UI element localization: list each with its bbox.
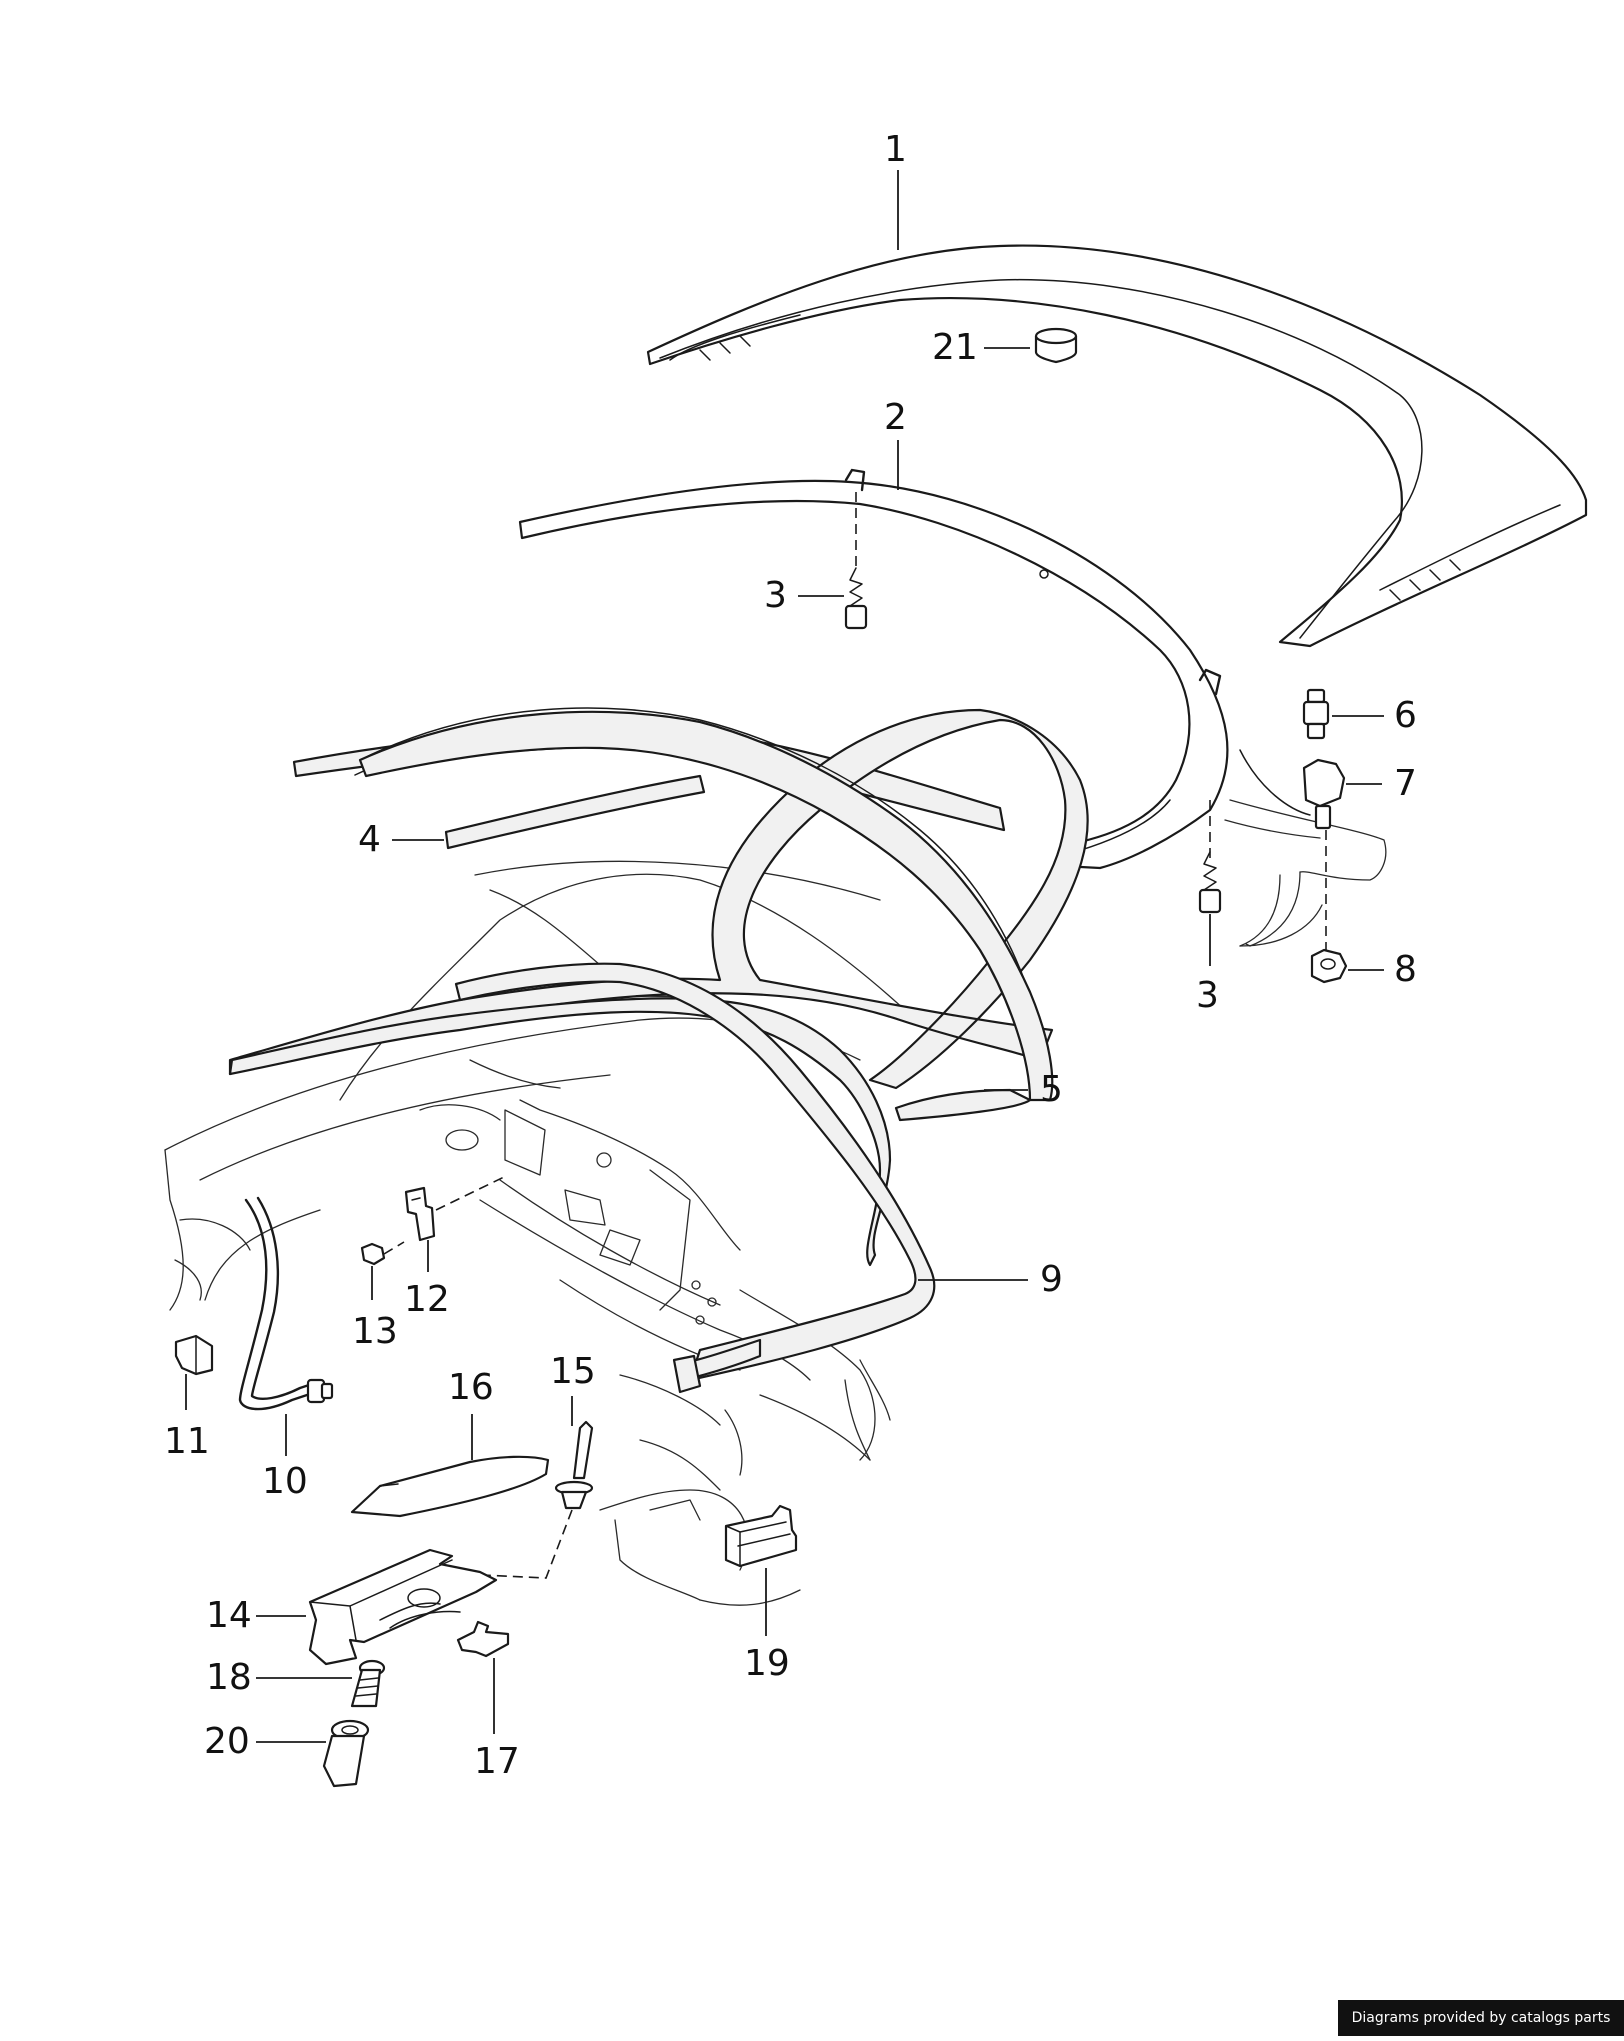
- callout-9: 9: [1040, 1259, 1063, 1300]
- callout-15: 15: [550, 1351, 596, 1392]
- callout-20: 20: [204, 1721, 250, 1762]
- callout-16: 16: [448, 1367, 494, 1408]
- part-19-buffer: [724, 1504, 798, 1568]
- diagram-credit-footer: Diagrams provided by catalogs parts: [1338, 2000, 1624, 2036]
- part-8-nut: [1310, 948, 1348, 984]
- part-12-dashline: [435, 1175, 507, 1211]
- part-3-screw-upper: [844, 567, 868, 630]
- part-21-cap: [1034, 327, 1078, 364]
- part-3-screw-lower: [1198, 851, 1222, 914]
- part-6-stud: [1302, 688, 1330, 740]
- part-13-dashline: [383, 1241, 405, 1255]
- part-15-push-pin: [554, 1420, 594, 1510]
- part-14-bracket: [308, 1548, 498, 1666]
- callout-10: 10: [262, 1461, 308, 1502]
- part-10-hose: [238, 1196, 334, 1411]
- part-7-nut: [1302, 758, 1346, 830]
- callout-12: 12: [404, 1279, 450, 1320]
- callout-18: 18: [206, 1657, 252, 1698]
- callout-7: 7: [1394, 763, 1417, 804]
- part-16-plate: [350, 1455, 550, 1518]
- part-1-top-seal: [646, 244, 1588, 648]
- callout-8: 8: [1394, 949, 1417, 990]
- part-20-expansion-nut: [322, 1719, 370, 1788]
- callout-11: 11: [164, 1421, 210, 1462]
- part-15-dashline: [459, 1509, 573, 1579]
- part-18-screw: [350, 1659, 386, 1708]
- callout-3-lower: 3: [1196, 975, 1219, 1016]
- callout-5: 5: [1040, 1069, 1063, 1110]
- leader-lines: [185, 170, 1384, 1743]
- callout-3-upper: 3: [764, 575, 787, 616]
- part-9-rear-seal: [228, 962, 936, 1394]
- part-12-bracket: [404, 1186, 436, 1242]
- callout-17: 17: [474, 1741, 520, 1782]
- callout-2: 2: [884, 397, 907, 438]
- part-11-clip: [174, 1334, 214, 1376]
- part-5-weatherstrip: [228, 707, 1089, 1122]
- callout-19: 19: [744, 1643, 790, 1684]
- callout-13: 13: [352, 1311, 398, 1352]
- callout-21: 21: [932, 327, 978, 368]
- part-13-nut: [360, 1242, 386, 1266]
- part-17-clip: [456, 1620, 510, 1658]
- callout-14: 14: [206, 1595, 252, 1636]
- callout-6: 6: [1394, 695, 1417, 736]
- callout-4: 4: [358, 819, 381, 860]
- part-7-bracket-region: [1224, 749, 1387, 947]
- callout-1: 1: [884, 129, 907, 170]
